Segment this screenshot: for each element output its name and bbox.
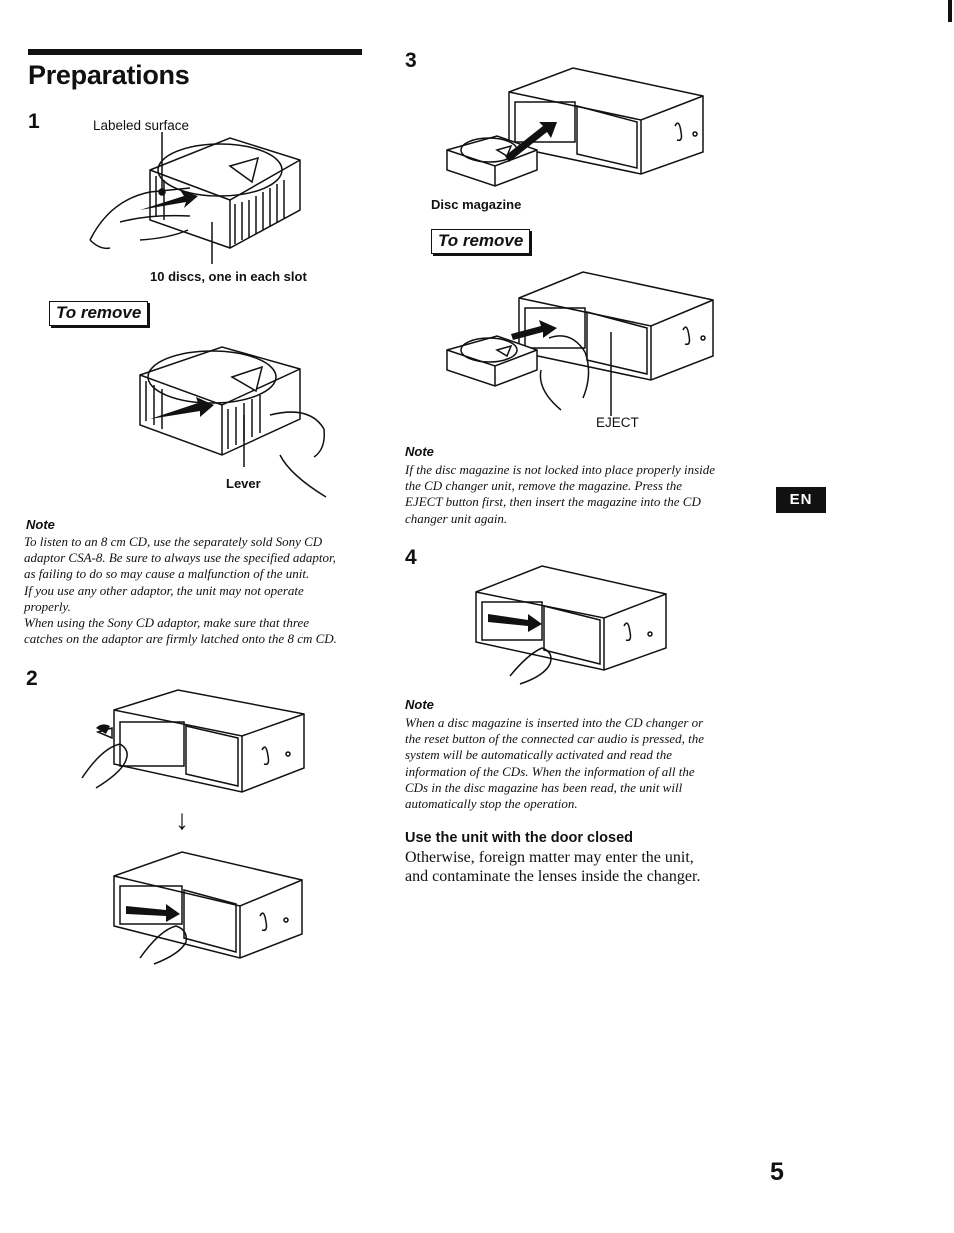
- page-number: 5: [770, 1158, 784, 1186]
- page-edge-mark: [948, 0, 952, 22]
- door-closed-heading: Use the unit with the door closed: [405, 830, 633, 846]
- step-1-number: 1: [28, 110, 40, 133]
- note-1-line-6: When using the Sony CD adaptor, make sur…: [24, 615, 309, 631]
- note-2-line-3: EJECT button first, then insert the maga…: [405, 494, 701, 510]
- note-3-line-1: When a disc magazine is inserted into th…: [405, 715, 704, 730]
- note-3-line-5: CDs in the disc magazine has been read, …: [405, 779, 683, 795]
- note-3-line-6: automatically stop the operation.: [405, 796, 578, 812]
- note-heading-2: Note: [405, 444, 434, 459]
- label-lever: Lever: [226, 476, 261, 491]
- note-1-line-4: If you use any other adaptor, the unit m…: [24, 582, 304, 598]
- note-3-line-4: information of the CDs. When the informa…: [405, 763, 695, 779]
- to-remove-heading-1: To remove: [49, 301, 149, 326]
- note-3-line-2: the reset button of the connected car au…: [405, 731, 705, 747]
- header-rule: [28, 49, 362, 55]
- door-opening-illustration: [82, 688, 322, 798]
- label-disc-magazine: Disc magazine: [431, 197, 522, 212]
- note-1-line-2: adaptor CSA-8. Be sure to always use the…: [24, 550, 336, 566]
- down-arrow-icon: ↓: [175, 804, 189, 835]
- language-tab: EN: [776, 487, 826, 513]
- note-1-line-7: catches on the adaptor are firmly latche…: [24, 631, 337, 647]
- note-1-line-3: as failing to do so may cause a malfunct…: [24, 566, 310, 582]
- door-closed-body: Otherwise, foreign matter may enter the …: [405, 849, 765, 886]
- page-title: Preparations: [28, 60, 190, 90]
- note-body-2: If the disc magazine is not locked into …: [405, 462, 750, 527]
- step-2-number: 2: [26, 667, 38, 690]
- step-3-number: 3: [405, 49, 417, 72]
- door-body-line-1: Otherwise, foreign matter may enter the …: [405, 849, 694, 866]
- magazine-removal-lever-illustration: [140, 345, 340, 505]
- magazine-insert-illustration: [110, 850, 320, 965]
- door-closing-illustration: [470, 564, 675, 684]
- note-1-line-1: To listen to an 8 cm CD, use the separat…: [24, 534, 323, 549]
- step-4-number: 4: [405, 546, 417, 569]
- magazine-into-changer-illustration: [445, 66, 710, 196]
- label-eject: EJECT: [596, 415, 639, 430]
- note-body-3: When a disc magazine is inserted into th…: [405, 715, 750, 812]
- note-2-line-2: the CD changer unit, remove the magazine…: [405, 478, 683, 494]
- note-body-1: To listen to an 8 cm CD, use the separat…: [24, 534, 369, 647]
- label-labeled-surface: Labeled surface: [93, 118, 190, 133]
- label-10-discs: 10 discs, one in each slot: [150, 269, 307, 284]
- note-1-line-5: properly.: [24, 598, 71, 614]
- note-3-line-3: system will be automatically activated a…: [405, 747, 673, 763]
- note-2-line-1: If the disc magazine is not locked into …: [405, 462, 716, 477]
- note-heading-1: Note: [26, 517, 55, 532]
- eject-removal-illustration: [445, 270, 720, 420]
- note-2-line-4: changer unit again.: [405, 510, 508, 526]
- note-heading-3: Note: [405, 697, 434, 712]
- magazine-loading-illustration: [80, 130, 320, 270]
- door-body-line-2: and contaminate the lenses inside the ch…: [405, 867, 701, 885]
- to-remove-heading-2: To remove: [431, 229, 531, 254]
